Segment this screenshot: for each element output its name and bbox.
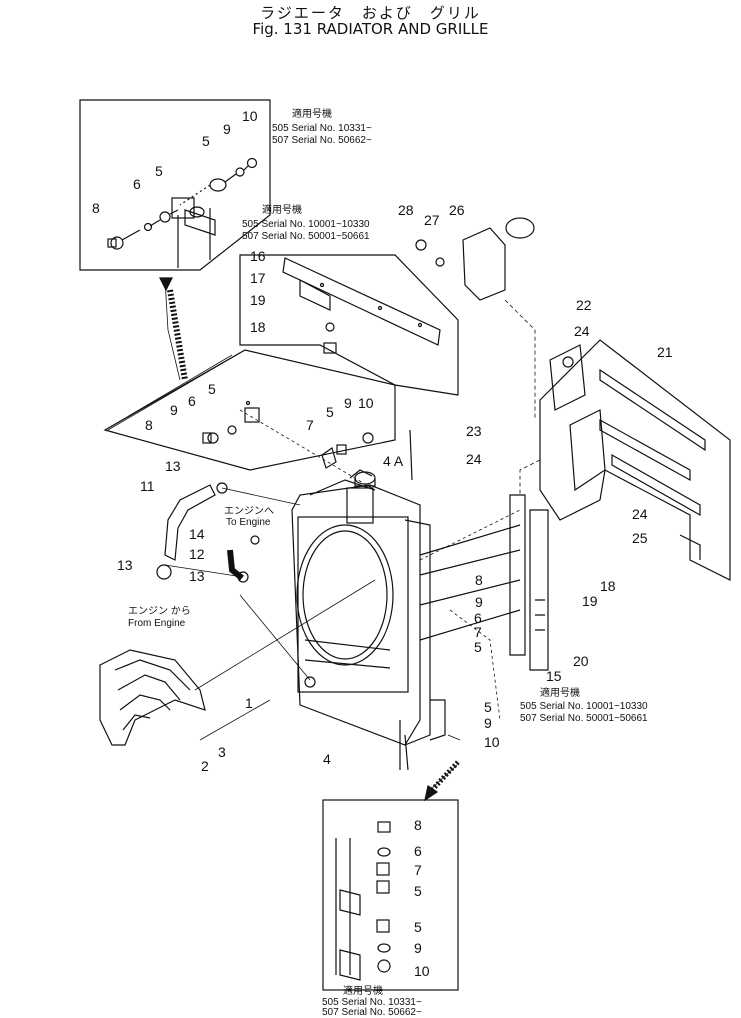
callout-23: 23: [466, 423, 482, 439]
callout-26: 26: [449, 202, 465, 218]
callout-9: 9: [475, 594, 483, 610]
callout-10: 10: [358, 395, 374, 411]
callout-5: 5: [208, 381, 216, 397]
callout-24: 24: [632, 506, 648, 522]
callout-8: 8: [475, 572, 483, 588]
note-mid-b: 505 Serial No. 10001~10330: [242, 219, 370, 230]
fan-guard: [99, 649, 206, 746]
callout-24: 24: [574, 323, 590, 339]
callout-6: 6: [133, 176, 141, 192]
callout-17: 17: [250, 270, 266, 286]
note-br-b: 505 Serial No. 10001~10330: [520, 701, 648, 712]
callout-22: 22: [576, 297, 592, 313]
note-tl-a: 適用号機: [292, 107, 332, 120]
callout-21: 21: [657, 344, 673, 360]
callout-6: 6: [414, 843, 422, 859]
callout-10: 10: [414, 963, 430, 979]
callout-24: 24: [466, 451, 482, 467]
callout-5: 5: [202, 133, 210, 149]
callout-7: 7: [474, 624, 482, 640]
callout-labels: 10 9 5 5 6 8 16 17 19 18 5 6 9 8 5 7 9 1…: [92, 108, 673, 979]
callout-10: 10: [484, 734, 500, 750]
callout-11: 11: [140, 478, 155, 494]
callout-20: 20: [573, 653, 589, 669]
title-japanese: ラジエータ および グリル: [260, 4, 481, 22]
callout-8: 8: [145, 417, 153, 433]
note-from-engine-en: From Engine: [128, 618, 186, 629]
callout-9: 9: [170, 402, 178, 418]
note-br-a: 適用号機: [540, 686, 580, 699]
callout-12: 12: [189, 546, 205, 562]
note-to-engine-en: To Engine: [226, 517, 271, 528]
callout-18: 18: [600, 578, 616, 594]
callout-14: 14: [189, 526, 205, 542]
note-bot-b: 505 Serial No. 10331~: [322, 997, 422, 1008]
note-mid-c: 507 Serial No. 50001~50661: [242, 231, 370, 242]
callout-9: 9: [484, 715, 492, 731]
callout-13: 13: [189, 568, 205, 584]
frame-assembly: [539, 339, 731, 581]
callout-3: 3: [218, 744, 226, 760]
serial-notes: 適用号機 505 Serial No. 10331~ 507 Serial No…: [128, 107, 648, 1018]
bracket-26: [415, 217, 535, 301]
callout-13: 13: [117, 557, 133, 573]
callout-19: 19: [250, 292, 266, 308]
callout-5: 5: [474, 639, 482, 655]
callout-5: 5: [484, 699, 492, 715]
leader-lines: [104, 279, 541, 791]
callout-7: 7: [306, 417, 314, 433]
callout-18: 18: [250, 319, 266, 335]
note-tl-c: 507 Serial No. 50662~: [272, 135, 372, 146]
callout-15: 15: [546, 668, 562, 684]
callout-16: 16: [250, 248, 266, 264]
note-br-c: 507 Serial No. 50001~50661: [520, 713, 648, 724]
callout-4: 4: [323, 751, 331, 767]
callout-4a: 4 A: [383, 453, 404, 469]
side-plate: [509, 494, 549, 671]
callout-5: 5: [326, 404, 334, 420]
note-tl-b: 505 Serial No. 10331~: [272, 123, 372, 134]
callout-9: 9: [344, 395, 352, 411]
inset-bottom: [322, 799, 459, 991]
note-mid-a: 適用号機: [262, 203, 302, 216]
callout-9: 9: [414, 940, 422, 956]
callout-27: 27: [424, 212, 440, 228]
callout-5: 5: [155, 163, 163, 179]
note-to-engine-jp: エンジンへ: [224, 506, 274, 517]
inset-bracket: [239, 254, 459, 396]
callout-5: 5: [414, 883, 422, 899]
callout-8: 8: [414, 817, 422, 833]
callout-28: 28: [398, 202, 414, 218]
callout-19: 19: [582, 593, 598, 609]
direction-arrows: [159, 277, 460, 802]
callout-7: 7: [414, 862, 422, 878]
callout-6: 6: [474, 610, 482, 626]
note-from-engine-jp: エンジン から: [128, 605, 191, 617]
inset-top-left: [79, 99, 271, 271]
callout-8: 8: [92, 200, 100, 216]
callout-10: 10: [242, 108, 258, 124]
title-english: Fig. 131 RADIATOR AND GRILLE: [252, 20, 489, 38]
note-bot-c: 507 Serial No. 50662~: [322, 1007, 422, 1018]
callout-9: 9: [223, 121, 231, 137]
note-bot-a: 適用号機: [343, 984, 383, 997]
hoses: [156, 482, 260, 583]
callout-1: 1: [245, 695, 253, 711]
callout-25: 25: [632, 530, 648, 546]
callout-2: 2: [201, 758, 209, 774]
callout-13: 13: [165, 458, 181, 474]
callout-5: 5: [414, 919, 422, 935]
radiator-assembly: [291, 429, 521, 771]
callout-6: 6: [188, 393, 196, 409]
